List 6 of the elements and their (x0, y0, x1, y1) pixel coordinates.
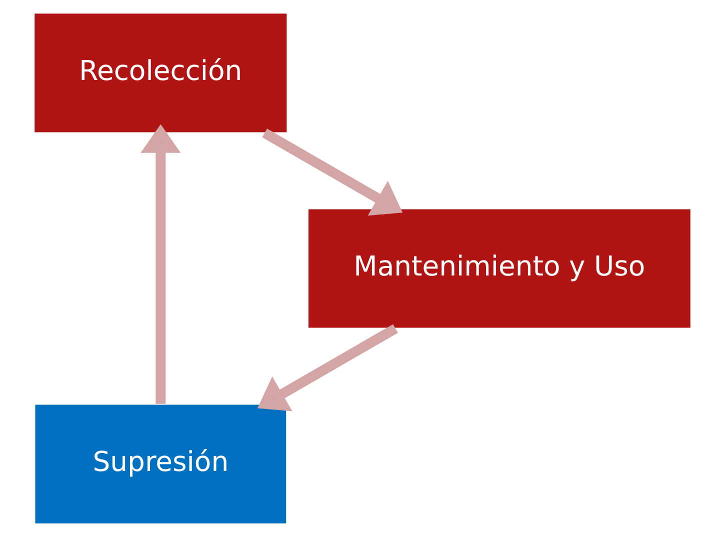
arrow (262, 128, 402, 216)
node-box: Mantenimiento y Uso (306, 208, 692, 330)
node-box: Supresión (34, 404, 287, 525)
arrow (256, 324, 398, 412)
node-box: Recolección (32, 12, 288, 134)
arrow (140, 124, 180, 404)
